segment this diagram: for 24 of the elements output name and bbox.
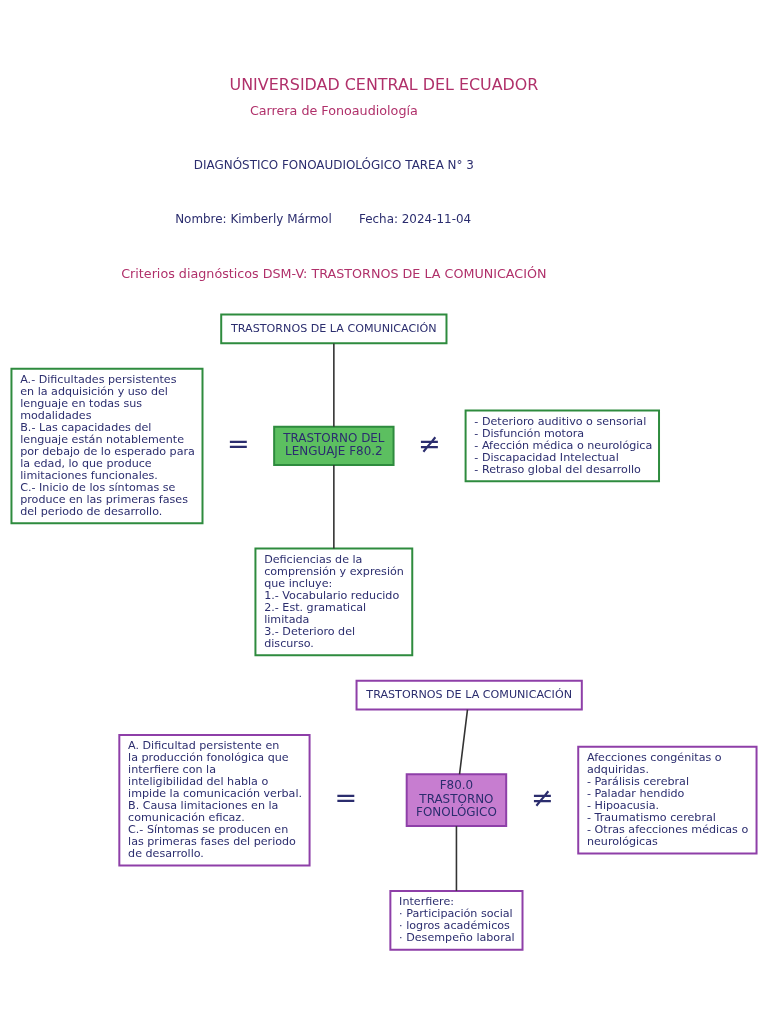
connector xyxy=(333,464,335,550)
node-box: Deficiencias de la comprensión y expresión que incluye: 1.- Vocabulario reducido 2.- Est. gramatical limitada 3.- Deterioro del discurso. xyxy=(254,547,414,657)
connector xyxy=(333,342,335,428)
label: DIAGNÓSTICO FONOAUDIOLÓGICO TAREA N° 3 xyxy=(193,158,474,173)
connector xyxy=(455,825,458,892)
node-box: A.- Dificultades persistentes en la adquisición y uso del lenguaje en todas sus modalidades B.- Las capacidades del lenguaje están notablemente por debajo de lo esperado para la edad, lo que produce limitaciones funcionales. C.- Inicio de los síntomas se produce en las primeras fases del periodo de desarrollo. xyxy=(10,367,204,525)
label: = xyxy=(334,782,358,814)
node-box: F80.0 TRASTORNO FONOLÓGICO xyxy=(405,773,508,828)
label: Carrera de Fonoaudiología xyxy=(249,103,418,119)
node-box: Afecciones congénitas o adquiridas. - Parálisis cerebral - Paladar hendido - Hipoacusia. - Traumatismo cerebral - Otras afecciones médicas o neurológicas xyxy=(577,745,758,855)
diagram-title: UNIVERSIDAD CENTRAL DEL ECUADOR xyxy=(229,75,539,95)
connector xyxy=(458,708,469,776)
node-box: - Deterioro auditivo o sensorial - Disfunción motora - Afección médica o neurológica - Discapacidad Intelectual - Retraso global del desarrollo xyxy=(464,409,661,483)
node-box: Interfiere: · Participación social · logros académicos · Desempeño laboral xyxy=(389,889,524,951)
label: Fecha: 2024-11-04 xyxy=(358,212,472,227)
node-box: A. Dificultad persistente en la producción fonológica que interfiere con la inteligibilidad del habla o impide la comunicación verbal. B. Causa limitaciones en la comunicación eficaz. C.- Síntomas se producen en las primeras fases del periodo de desarrollo. xyxy=(118,733,311,867)
node-box: TRASTORNOS DE LA COMUNICACIÓN xyxy=(355,679,583,711)
label: ≠ xyxy=(531,782,554,814)
label: Criterios diagnósticos DSM-V: TRASTORNOS DE LA COMUNICACIÓN xyxy=(121,265,547,281)
label: ≠ xyxy=(418,427,441,459)
label: Nombre: Kimberly Mármol xyxy=(175,212,332,227)
node-box: TRASTORNOS DE LA COMUNICACIÓN xyxy=(220,313,448,345)
node-box: TRASTORNO DEL LENGUAJE F80.2 xyxy=(273,425,395,467)
label: = xyxy=(226,427,250,459)
